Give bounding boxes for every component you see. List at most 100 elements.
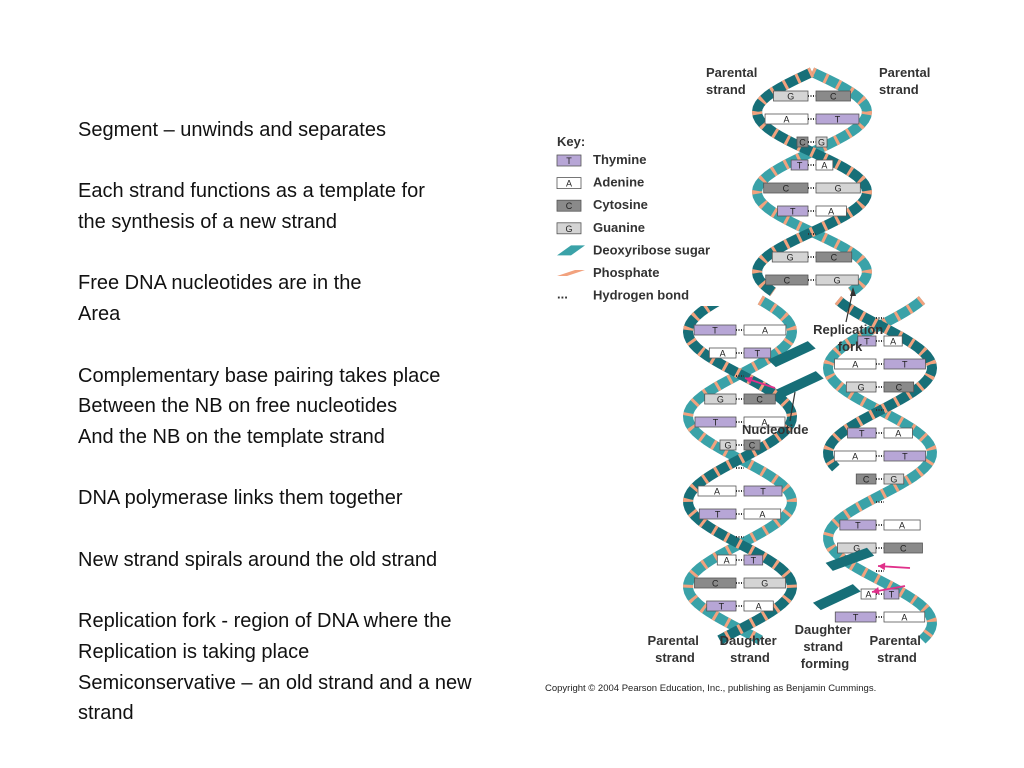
base-letter: A xyxy=(761,418,767,428)
key-item-label: Deoxyribose sugar xyxy=(593,242,710,257)
key-item: Phosphate xyxy=(557,265,659,280)
key-item-label: Adenine xyxy=(593,175,644,190)
copyright-notice: Copyright © 2004 Pearson Education, Inc.… xyxy=(545,683,876,694)
base-letter: T xyxy=(719,602,725,612)
base-letter: A xyxy=(756,602,762,612)
base-letter: T xyxy=(889,590,895,600)
parental-strand-a-top xyxy=(752,67,872,297)
base-letter: T xyxy=(859,429,865,439)
key-item: T Thymine xyxy=(556,152,646,167)
key-item-label: Thymine xyxy=(593,152,646,167)
base-letter: C xyxy=(756,395,763,405)
key-swatch-letter: T xyxy=(566,156,572,166)
key-swatch-base xyxy=(556,177,582,190)
parental-strand-bottom-right xyxy=(823,296,937,644)
base-letter: C xyxy=(863,475,870,485)
daughter-strand-forming xyxy=(823,296,937,472)
key-swatch-letter: A xyxy=(566,179,572,189)
base-letter: T xyxy=(853,613,859,623)
base-letter: A xyxy=(720,349,726,359)
key-swatch-sugar xyxy=(557,245,585,256)
key-swatch-base xyxy=(556,199,582,212)
base-letter: A xyxy=(759,510,765,520)
base-letter: T xyxy=(797,161,803,171)
base-letter: T xyxy=(864,337,870,347)
key-panel xyxy=(553,128,735,306)
incoming-nucleotide-arrowhead xyxy=(878,562,886,571)
base-letter: G xyxy=(890,475,897,485)
incoming-nucleotide-arrowhead xyxy=(872,586,880,595)
base-letter: T xyxy=(902,360,908,370)
base-letter: A xyxy=(895,429,901,439)
base-letter: C xyxy=(784,276,791,286)
note-line: Free DNA nucleotides are in the xyxy=(78,272,362,295)
base-letter: A xyxy=(762,326,768,336)
note-line: And the NB on the template strand xyxy=(78,425,385,448)
note-line: Replication is taking place xyxy=(78,640,310,663)
note-line: New strand spirals around the old strand xyxy=(78,548,438,571)
base-letter: C xyxy=(749,441,756,451)
base-letter: T xyxy=(713,418,719,428)
key-item: A Adenine xyxy=(556,175,644,190)
base-letter: T xyxy=(760,487,766,497)
base-letter: A xyxy=(899,521,905,531)
base-letter: C xyxy=(712,579,719,589)
label-daughter-strand-forming: Daughter strand forming xyxy=(795,622,856,671)
base-letter: C xyxy=(900,544,907,554)
base-letter: C xyxy=(831,253,838,263)
key-swatch-phosphate xyxy=(557,270,585,276)
base-letter: A xyxy=(821,161,827,171)
key-item: Deoxyribose sugar xyxy=(557,242,710,257)
label-daughter-strand: Daughter strand xyxy=(720,633,781,665)
base-letter: G xyxy=(717,395,724,405)
key-swatch-base xyxy=(556,222,582,235)
note-line: strand xyxy=(78,702,134,725)
base-letter: C xyxy=(799,138,806,148)
key-title: Key: xyxy=(557,134,585,149)
base-letter: G xyxy=(858,383,865,393)
base-letter: T xyxy=(751,556,757,566)
base-letter: G xyxy=(835,184,842,194)
note-line: Each strand functions as a template for xyxy=(78,180,425,203)
base-letter: C xyxy=(783,184,790,194)
note-line: DNA polymerase links them together xyxy=(78,487,403,510)
label-parental-strand-bottom-right: Parental strand xyxy=(870,633,925,665)
note-line: Semiconservative – an old strand and a n… xyxy=(78,671,472,694)
replication-fork-pointer-head xyxy=(850,287,856,296)
note-line: the synthesis of a new strand xyxy=(78,211,338,234)
label-nucleotide: Nucleotide xyxy=(742,422,808,437)
incoming-nucleotide-arrowhead xyxy=(745,376,753,384)
key-swatch-letter: C xyxy=(566,201,573,211)
base-letter: G xyxy=(761,579,768,589)
nucleotide-sugar xyxy=(825,547,875,571)
key-swatch-base xyxy=(556,154,582,167)
base-letter: T xyxy=(790,207,796,217)
base-letter: A xyxy=(784,115,790,125)
label-parental-strand-left-top: Parental strand xyxy=(706,65,761,97)
base-letter: T xyxy=(855,521,861,531)
base-letter: G xyxy=(818,138,825,148)
diagram-labels: Parental strand Parental strand Replicat… xyxy=(648,65,931,671)
note-line: Complementary base pairing takes place xyxy=(78,364,441,387)
parental-strand-bottom-left xyxy=(683,295,797,645)
free-nucleotide xyxy=(812,584,861,611)
